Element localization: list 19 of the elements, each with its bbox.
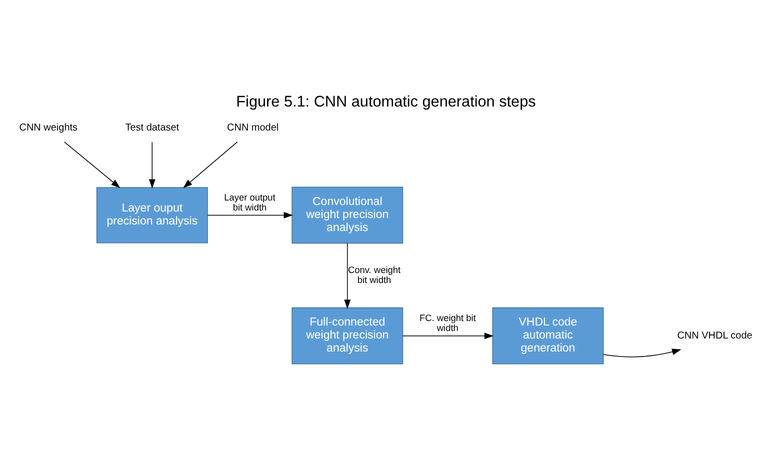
node-box: Convolutional weight precision analysis bbox=[292, 186, 404, 244]
node-box: Full-connected weight precision analysis bbox=[292, 307, 404, 364]
node-text: Test dataset bbox=[125, 122, 180, 134]
edge-label: Layer output bit width bbox=[224, 192, 276, 212]
arrow bbox=[183, 142, 238, 188]
arrow bbox=[402, 332, 494, 340]
node-text: CNN weights bbox=[19, 122, 78, 134]
node-text: CNN model bbox=[227, 122, 279, 134]
arrow bbox=[602, 348, 682, 358]
arrow bbox=[148, 142, 156, 188]
node-box: Layer ouput precision analysis bbox=[96, 187, 208, 244]
diagram-title: Figure 5.1: CNN automatic generation steps bbox=[236, 93, 536, 110]
edge-label: Conv. weight bit width bbox=[348, 264, 401, 285]
arrow bbox=[64, 142, 120, 188]
node-text: CNN VHDL code bbox=[677, 330, 752, 342]
edge-label: FC. weight bit width bbox=[420, 312, 476, 333]
arrow bbox=[344, 242, 351, 309]
node-box: VHDL code automatic generation bbox=[492, 307, 604, 364]
arrow bbox=[207, 212, 293, 218]
